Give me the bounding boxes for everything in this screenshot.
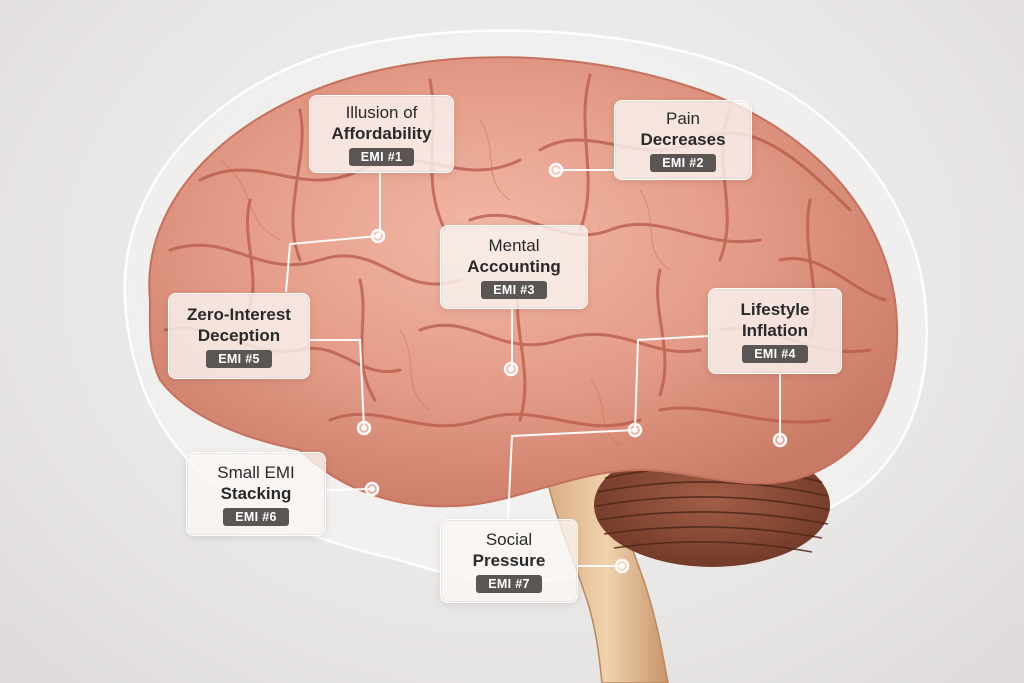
emi-badge: EMI #2 — [650, 154, 716, 172]
anchor-dot-emi-6-center — [369, 486, 375, 492]
connector-line-extra-0 — [285, 235, 379, 293]
label-text-line: Accounting — [467, 257, 561, 276]
emi-badge: EMI #3 — [481, 281, 547, 299]
label-text-line: Deception — [197, 326, 281, 345]
label-text-line: Small EMI — [217, 463, 295, 482]
anchor-dot-emi-2-center — [553, 167, 559, 173]
label-text-line: Zero-Interest — [187, 305, 291, 324]
anchor-dot-emi-7-center — [619, 563, 625, 569]
label-text-line: Lifestyle — [740, 300, 810, 319]
label-text-line: Pain — [665, 109, 701, 128]
connector-line-emi-6 — [325, 488, 373, 491]
emi-badge: EMI #1 — [348, 148, 415, 166]
anchor-dot-extra-0-center — [632, 427, 638, 433]
anchor-dot-emi-4-center — [777, 437, 783, 443]
emi-badge: EMI #4 — [742, 345, 808, 363]
label-text-line: Social — [485, 530, 533, 549]
emi-badge: EMI #7 — [476, 575, 542, 593]
anchor-dot-emi-5-center — [361, 425, 367, 431]
label-text-line: Inflation — [741, 321, 809, 340]
label-text-line: Affordability — [331, 124, 432, 143]
label-text-line: Stacking — [220, 484, 292, 503]
label-text-line: Illusion of — [345, 103, 418, 122]
emi-badge: EMI #5 — [206, 350, 272, 368]
label-text-line: Mental — [488, 236, 540, 255]
emi-badge: EMI #6 — [223, 508, 289, 526]
connector-line-extra-2 — [634, 335, 709, 431]
label-text-line: Decreases — [640, 130, 726, 149]
connector-line-extra-1 — [507, 429, 636, 520]
connector-line-emi-5 — [310, 339, 365, 429]
anchor-dot-emi-3-center — [508, 366, 514, 372]
label-text-line: Pressure — [472, 551, 546, 570]
